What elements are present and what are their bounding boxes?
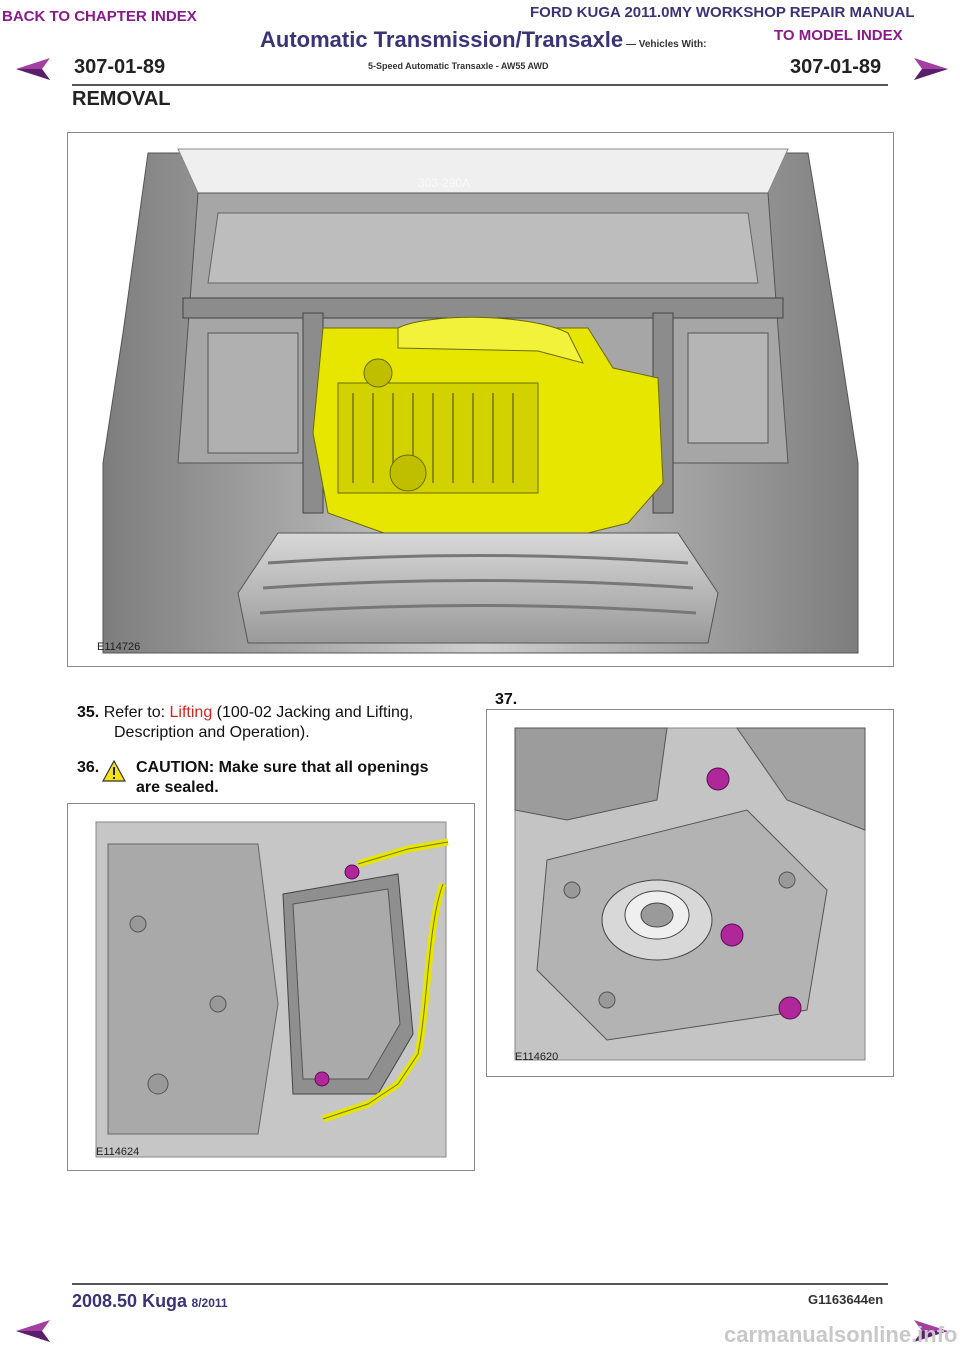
step-36-number: 36. [77, 759, 100, 776]
section-header: Automatic Transmission/Transaxle — Vehic… [260, 27, 706, 53]
engine-bay-illustration: 303-290A [102, 148, 859, 654]
page-number-left: 307-01-89 [74, 56, 166, 78]
previous-page-arrow-icon[interactable] [14, 56, 54, 82]
footer-model-name: 2008.50 Kuga [72, 1291, 188, 1311]
figure-code-main: E114726 [97, 641, 141, 653]
step-35-rest: (100-02 Jacking and Lifting, [212, 704, 414, 721]
transfer-case-illustration [514, 727, 866, 1061]
footer-model: 2008.50 Kuga 8/2011 [72, 1291, 228, 1312]
to-model-index-link[interactable]: TO MODEL INDEX [774, 27, 903, 44]
figure-engine-bay: 303-290A E114726 [67, 132, 894, 667]
figure-code-left: E114624 [96, 1146, 140, 1158]
footer-date: 8/2011 [191, 1296, 228, 1310]
header-divider [72, 84, 888, 86]
step-35-number: 35. [77, 704, 100, 721]
step-36: 36. CAUTION: Make sure that all openings… [77, 758, 477, 796]
footer-previous-arrow-icon[interactable] [14, 1318, 54, 1344]
caution-line-2: are sealed. [136, 779, 219, 796]
oil-pan-illustration [95, 821, 449, 1158]
footer-next-arrow-icon[interactable] [910, 1318, 950, 1344]
figure-transfer-case: E114620 [486, 709, 894, 1077]
step-35-line2: Description and Operation). [114, 724, 310, 741]
tool-callout-label: 303-290A [418, 176, 470, 190]
back-to-chapter-index-link[interactable]: BACK TO CHAPTER INDEX [2, 8, 197, 25]
page-number-right: 307-01-89 [790, 56, 882, 78]
step-35: 35. Refer to: Lifting (100-02 Jacking an… [77, 703, 477, 743]
footer-divider [72, 1283, 888, 1285]
step-35-lead: Refer to: [103, 704, 170, 721]
figure-code-right: E114620 [515, 1051, 559, 1063]
caution-line-1: CAUTION: Make sure that all openings [136, 759, 429, 776]
figure-oil-pan: E114624 [67, 803, 475, 1171]
lifting-link[interactable]: Lifting [169, 704, 213, 721]
caution-warning-icon [102, 760, 126, 782]
step-37-number: 37. [495, 691, 518, 708]
vehicles-with-label: — Vehicles With: [623, 39, 707, 50]
section-subtitle: 5-Speed Automatic Transaxle - AW55 AWD [368, 61, 549, 71]
watermark-text: carmanualsonline.info [724, 1322, 958, 1347]
manual-title: FORD KUGA 2011.0MY WORKSHOP REPAIR MANUA… [530, 4, 915, 21]
footer-doc-id: G1163644en [808, 1292, 884, 1307]
section-heading: REMOVAL [72, 88, 171, 110]
next-page-arrow-icon[interactable] [910, 56, 950, 82]
section-title: Automatic Transmission/Transaxle [260, 27, 624, 52]
